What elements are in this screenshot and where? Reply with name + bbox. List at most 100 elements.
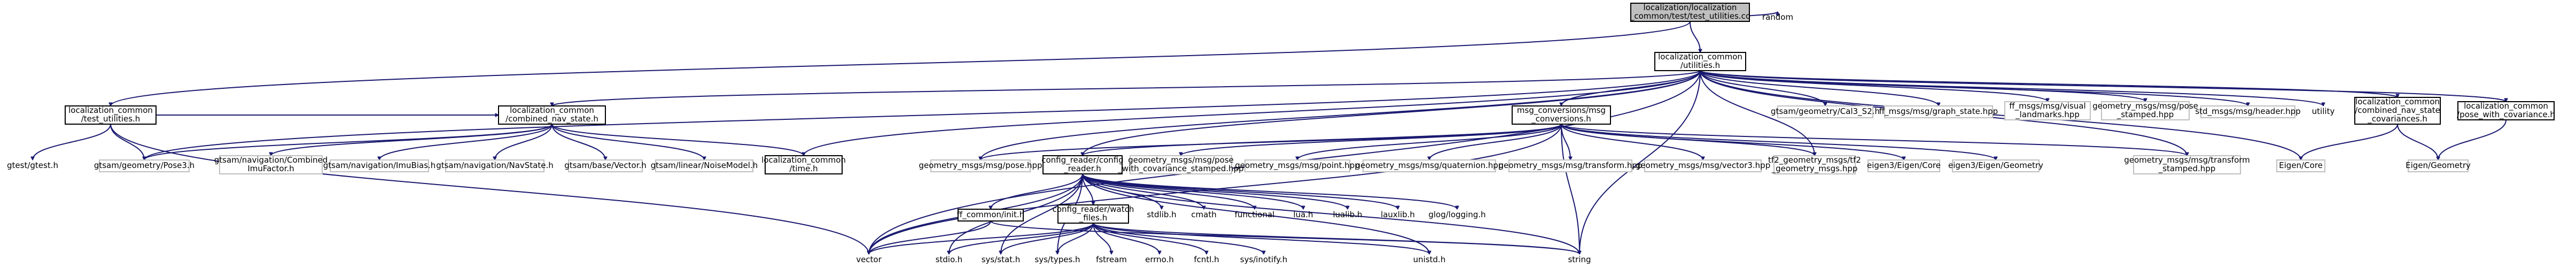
edge-lc_test_utilities-to-gtest	[33, 124, 111, 160]
node-label: geometry_msgs/msg/point.hpp	[1235, 161, 1360, 171]
node-box	[2408, 159, 2469, 172]
node-label: /test_utilities.h	[81, 114, 141, 124]
node-ff_common_init[interactable]: ff_common/init.h	[957, 209, 1024, 222]
node-gtsam_imubias[interactable]: gtsam/navigation/ImuBias.h	[323, 159, 436, 172]
node-lc_combined_nav_state[interactable]: localization_common/combined_nav_state.h	[498, 105, 606, 125]
node-root[interactable]: localization/localization_common/test/te…	[1630, 3, 1750, 22]
node-label: geometry_msgs/msg/transform.hpp	[1499, 161, 1643, 171]
edge-config_reader-to-lua	[1082, 173, 1303, 209]
node-mc_conversions[interactable]: msg_conversions/msg_conversions.h	[1512, 105, 1611, 125]
node-label: localization_common	[1658, 52, 1742, 62]
node-label: ff_common/init.h	[957, 210, 1024, 220]
node-label: lua.h	[1293, 210, 1313, 219]
node-label: geometry_msgs/msg/pose	[2092, 101, 2198, 111]
node-label: _common/test/test_utilities.cc	[1630, 11, 1750, 21]
node-lc_test_utilities[interactable]: localization_common/test_utilities.h	[65, 105, 157, 125]
node-geo_pose_cov[interactable]: geometry_msgs/msg/pose_with_covariance_s…	[1117, 155, 1244, 174]
node-label: _conversions.h	[1531, 114, 1591, 124]
node-box	[65, 105, 157, 125]
node-box	[2457, 101, 2555, 120]
node-gtsam_navstate[interactable]: gtsam/navigation/NavState.h	[436, 159, 554, 172]
edge-lc_utilities-to-lc_combined_cov	[1700, 70, 2398, 98]
node-fcntl: fcntl.h	[1194, 255, 1219, 264]
edge-lc_utilities-to-lc_pose_cov	[1700, 70, 2506, 102]
node-box	[1363, 159, 1496, 172]
node-label: /pose_with_covariance.h	[2457, 110, 2555, 120]
edge-config_watch-to-sys_types	[1057, 223, 1094, 254]
node-eigen_geometry_slash[interactable]: eigen3/Eigen/Geometry	[1948, 159, 2043, 172]
edge-lc_test_utilities-to-vector	[110, 124, 869, 254]
node-gtsam_vector[interactable]: gtsam/base/Vector.h	[564, 159, 647, 172]
node-box	[1777, 105, 1873, 118]
node-label: localization_common	[68, 105, 153, 116]
node-box	[219, 155, 323, 174]
node-gtsam_noisemodel[interactable]: gtsam/linear/NoiseModel.h	[651, 159, 758, 172]
node-label: msg_conversions/msg	[1517, 105, 1606, 116]
node-lc_time[interactable]: localization_common/time.h	[761, 155, 846, 174]
node-geo_pose_stamped[interactable]: geometry_msgs/msg/pose_stamped.hpp	[2092, 101, 2198, 120]
node-config_reader[interactable]: config_reader/config_reader.h	[1041, 155, 1124, 174]
node-eigen_geometry[interactable]: Eigen/Geometry	[2406, 159, 2471, 172]
node-stdio: stdio.h	[936, 255, 963, 264]
node-std_header[interactable]: std_msgs/msg/header.hpp	[2195, 105, 2301, 118]
edge-lc_pose_cov-to-eigen_geometry	[2438, 119, 2507, 160]
node-box	[2200, 105, 2295, 118]
node-label: _geometry_msgs.hpp	[1771, 164, 1858, 174]
edge-config_watch-to-vector	[869, 223, 1094, 254]
edge-config_watch-to-errno	[1093, 223, 1159, 254]
node-box	[1644, 159, 1762, 172]
node-vector: vector	[856, 255, 882, 264]
node-ff_graph_state[interactable]: ff_msgs/msg/graph_state.hpp	[1879, 105, 1998, 118]
node-label: /time.h	[789, 164, 818, 173]
node-tf2_geometry[interactable]: tf2_geometry_msgs/tf2_geometry_msgs.hpp	[1768, 155, 1861, 174]
node-lc_pose_cov[interactable]: localization_common/pose_with_covariance…	[2457, 101, 2555, 120]
node-geo_pose[interactable]: geometry_msgs/msg/pose.hpp	[919, 159, 1042, 172]
node-geo_transform[interactable]: geometry_msgs/msg/transform.hpp	[1499, 159, 1643, 172]
node-eigen_core[interactable]: Eigen/Core	[2276, 159, 2325, 172]
edge-config_watch-to-stdio	[949, 223, 1094, 254]
node-geo_quaternion[interactable]: geometry_msgs/msg/quaternion.hpp	[1356, 159, 1504, 172]
node-lualib: lualib.h	[1333, 210, 1363, 219]
node-label: gtsam/linear/NoiseModel.h	[651, 161, 758, 170]
node-eigen_core_slash[interactable]: eigen3/Eigen/Core	[1867, 159, 1941, 172]
node-sys_types: sys/types.h	[1034, 255, 1080, 264]
node-gtsam_cal3[interactable]: gtsam/geometry/Cal3_S2.h	[1771, 105, 1880, 118]
edge-mc_conversions-to-geo_transform_stamped	[1561, 124, 2187, 156]
node-label: glog/logging.h	[1428, 210, 1485, 219]
node-label: sys/stat.h	[982, 255, 1021, 264]
node-label: _covariances.h	[2367, 114, 2427, 124]
node-label: _stamped.hpp	[2158, 164, 2216, 174]
node-lc_combined_cov[interactable]: localization_common/combined_nav_state_c…	[2354, 97, 2441, 125]
edge-lc_test_utilities-to-gtsam_pose3	[110, 124, 144, 160]
node-unistd: unistd.h	[1413, 255, 1446, 264]
edge-config_reader-to-functional	[1082, 173, 1255, 209]
node-geo_transform_stamped[interactable]: geometry_msgs/msg/transform_stamped.hpp	[2124, 155, 2250, 174]
node-label: _stamped.hpp	[2116, 110, 2174, 120]
edge-mc_conversions-to-eigen_core_slash	[1561, 124, 1904, 160]
edge-lc_combined_nav_state-to-lc_time	[551, 124, 804, 156]
node-config_watch[interactable]: config_reader/watch_files.h	[1053, 204, 1134, 224]
node-ff_visual[interactable]: ff_msgs/msg/visual_landmarks.hpp	[2004, 101, 2091, 120]
node-label: ff_msgs/msg/visual	[2009, 101, 2085, 111]
node-geo_vector3[interactable]: geometry_msgs/msg/vector3.hpp	[1636, 159, 1770, 172]
edge-lc_combined_cov-to-eigen_core	[2301, 124, 2398, 160]
edge-lc_utilities-to-mc_conversions	[1561, 70, 1701, 106]
node-label: gtsam/navigation/ImuBias.h	[323, 161, 436, 170]
node-geo_point[interactable]: geometry_msgs/msg/point.hpp	[1235, 159, 1360, 172]
node-label: gtsam/navigation/NavState.h	[436, 161, 554, 170]
node-label: utility	[2312, 106, 2335, 116]
node-lc_utilities[interactable]: localization_common/utilities.h	[1654, 52, 1746, 71]
node-box	[1512, 105, 1611, 125]
node-utility: utility	[2312, 106, 2335, 116]
edge-lc_combined_nav_state-to-gtsam_navstate	[495, 124, 552, 160]
node-sys_stat: sys/stat.h	[982, 255, 1021, 264]
edge-lc_utilities-to-utility	[1700, 70, 2323, 106]
node-label: /combined_nav_state.h	[505, 114, 598, 124]
node-gtsam_pose3[interactable]: gtsam/geometry/Pose3.h	[94, 159, 194, 172]
node-label: fcntl.h	[1194, 255, 1219, 264]
node-label: gtsam/navigation/Combined	[214, 155, 328, 165]
edge-config_reader-to-ff_common_init	[991, 173, 1083, 209]
edge-lc_utilities-to-lc_time	[804, 70, 1701, 156]
node-label: geometry_msgs/msg/transform	[2124, 155, 2250, 165]
